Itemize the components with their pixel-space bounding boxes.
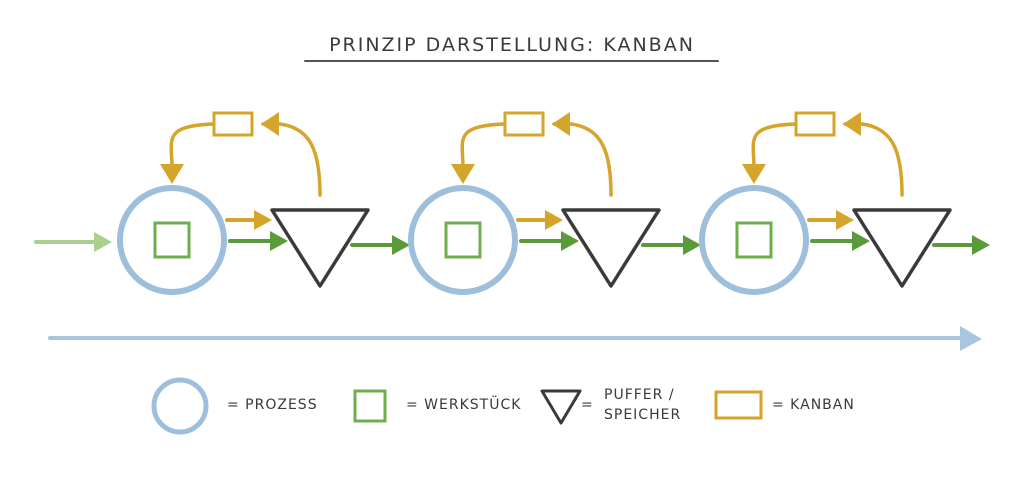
- kanban-card: [212, 111, 254, 137]
- legend-process-label: = PROZESS: [227, 397, 318, 413]
- legend-buffer-equals: =: [581, 397, 594, 413]
- flow-out-arrow-head: [392, 235, 410, 255]
- kanban-return-head: [261, 112, 279, 136]
- kanban-feed-arrow-head: [545, 210, 563, 230]
- kanban-down-head: [742, 164, 766, 184]
- process-circle: [117, 185, 227, 295]
- kanban-return-line: [552, 122, 613, 197]
- kanban-down-head: [451, 164, 475, 184]
- input-arrow-head: [94, 232, 112, 252]
- buffer-triangle: [561, 208, 661, 288]
- kanban-return-head: [843, 112, 861, 136]
- workpiece-square: [735, 221, 773, 259]
- kanban-feed-arrow-head: [254, 210, 272, 230]
- flow-out-arrow-head: [972, 235, 990, 255]
- process-circle: [699, 185, 809, 295]
- kanban-return-head: [552, 112, 570, 136]
- legend-buffer-icon: [540, 389, 582, 425]
- kanban-return-line: [843, 122, 904, 197]
- process-circle: [408, 185, 518, 295]
- legend-buffer-label-1: PUFFER /: [604, 387, 675, 403]
- diagram-title: PRINZIP DARSTELLUNG: KANBAN: [329, 34, 695, 56]
- kanban-return-line: [261, 122, 322, 197]
- process-chain: [34, 111, 990, 295]
- legend-workpiece-icon: [353, 389, 387, 423]
- flow-arrow-head: [561, 231, 579, 251]
- flow-arrow-head: [852, 231, 870, 251]
- buffer-triangle: [852, 208, 952, 288]
- kanban-down-line: [460, 122, 506, 170]
- legend-kanban-icon: [714, 390, 763, 420]
- workpiece-square: [153, 221, 191, 259]
- timeline-arrow: [48, 326, 982, 351]
- workpiece-square: [444, 221, 482, 259]
- kanban-card: [794, 111, 836, 137]
- buffer-triangle: [270, 208, 370, 288]
- legend-workpiece-label: = WERKSTÜCK: [406, 397, 522, 413]
- kanban-down-line: [751, 122, 797, 170]
- legend-process-icon: [151, 377, 209, 435]
- flow-out-arrow-head: [683, 235, 701, 255]
- kanban-down-head: [160, 164, 184, 184]
- kanban-card: [503, 111, 545, 137]
- legend-buffer-label-2: SPEICHER: [604, 407, 682, 423]
- kanban-down-line: [169, 122, 215, 170]
- kanban-feed-arrow-head: [836, 210, 854, 230]
- legend-kanban-label: = KANBAN: [772, 397, 855, 413]
- flow-arrow-head: [270, 231, 288, 251]
